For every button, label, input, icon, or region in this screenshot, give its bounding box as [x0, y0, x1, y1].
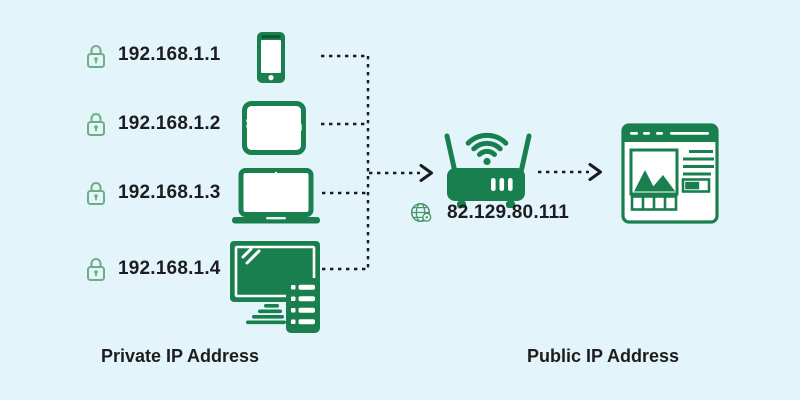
lock-icon	[85, 110, 107, 138]
public-ip-caption: Public IP Address	[526, 346, 680, 366]
laptop-icon	[230, 168, 322, 225]
private-ip-4: 192.168.1.4	[118, 258, 221, 279]
private-ip-3: 192.168.1.3	[118, 182, 221, 203]
lock-icon	[85, 255, 107, 283]
private-ip-2: 192.168.1.2	[118, 113, 221, 134]
private-ip-1: 192.168.1.1	[118, 44, 221, 65]
lock-icon	[85, 179, 107, 207]
lock-icon	[85, 42, 107, 70]
public-ip-value: 82.129.80.111	[447, 202, 570, 223]
wifi-router-icon	[442, 118, 534, 210]
desktop-computer-server-icon	[228, 238, 328, 334]
tablet-icon	[242, 101, 306, 155]
arrowhead-to-internet	[588, 163, 602, 181]
browser-window-icon	[621, 123, 719, 224]
arrowhead-to-router	[419, 164, 433, 182]
private-ip-caption: Private IP Address	[100, 346, 260, 366]
smartphone-icon	[255, 31, 287, 84]
globe-icon	[409, 201, 433, 225]
